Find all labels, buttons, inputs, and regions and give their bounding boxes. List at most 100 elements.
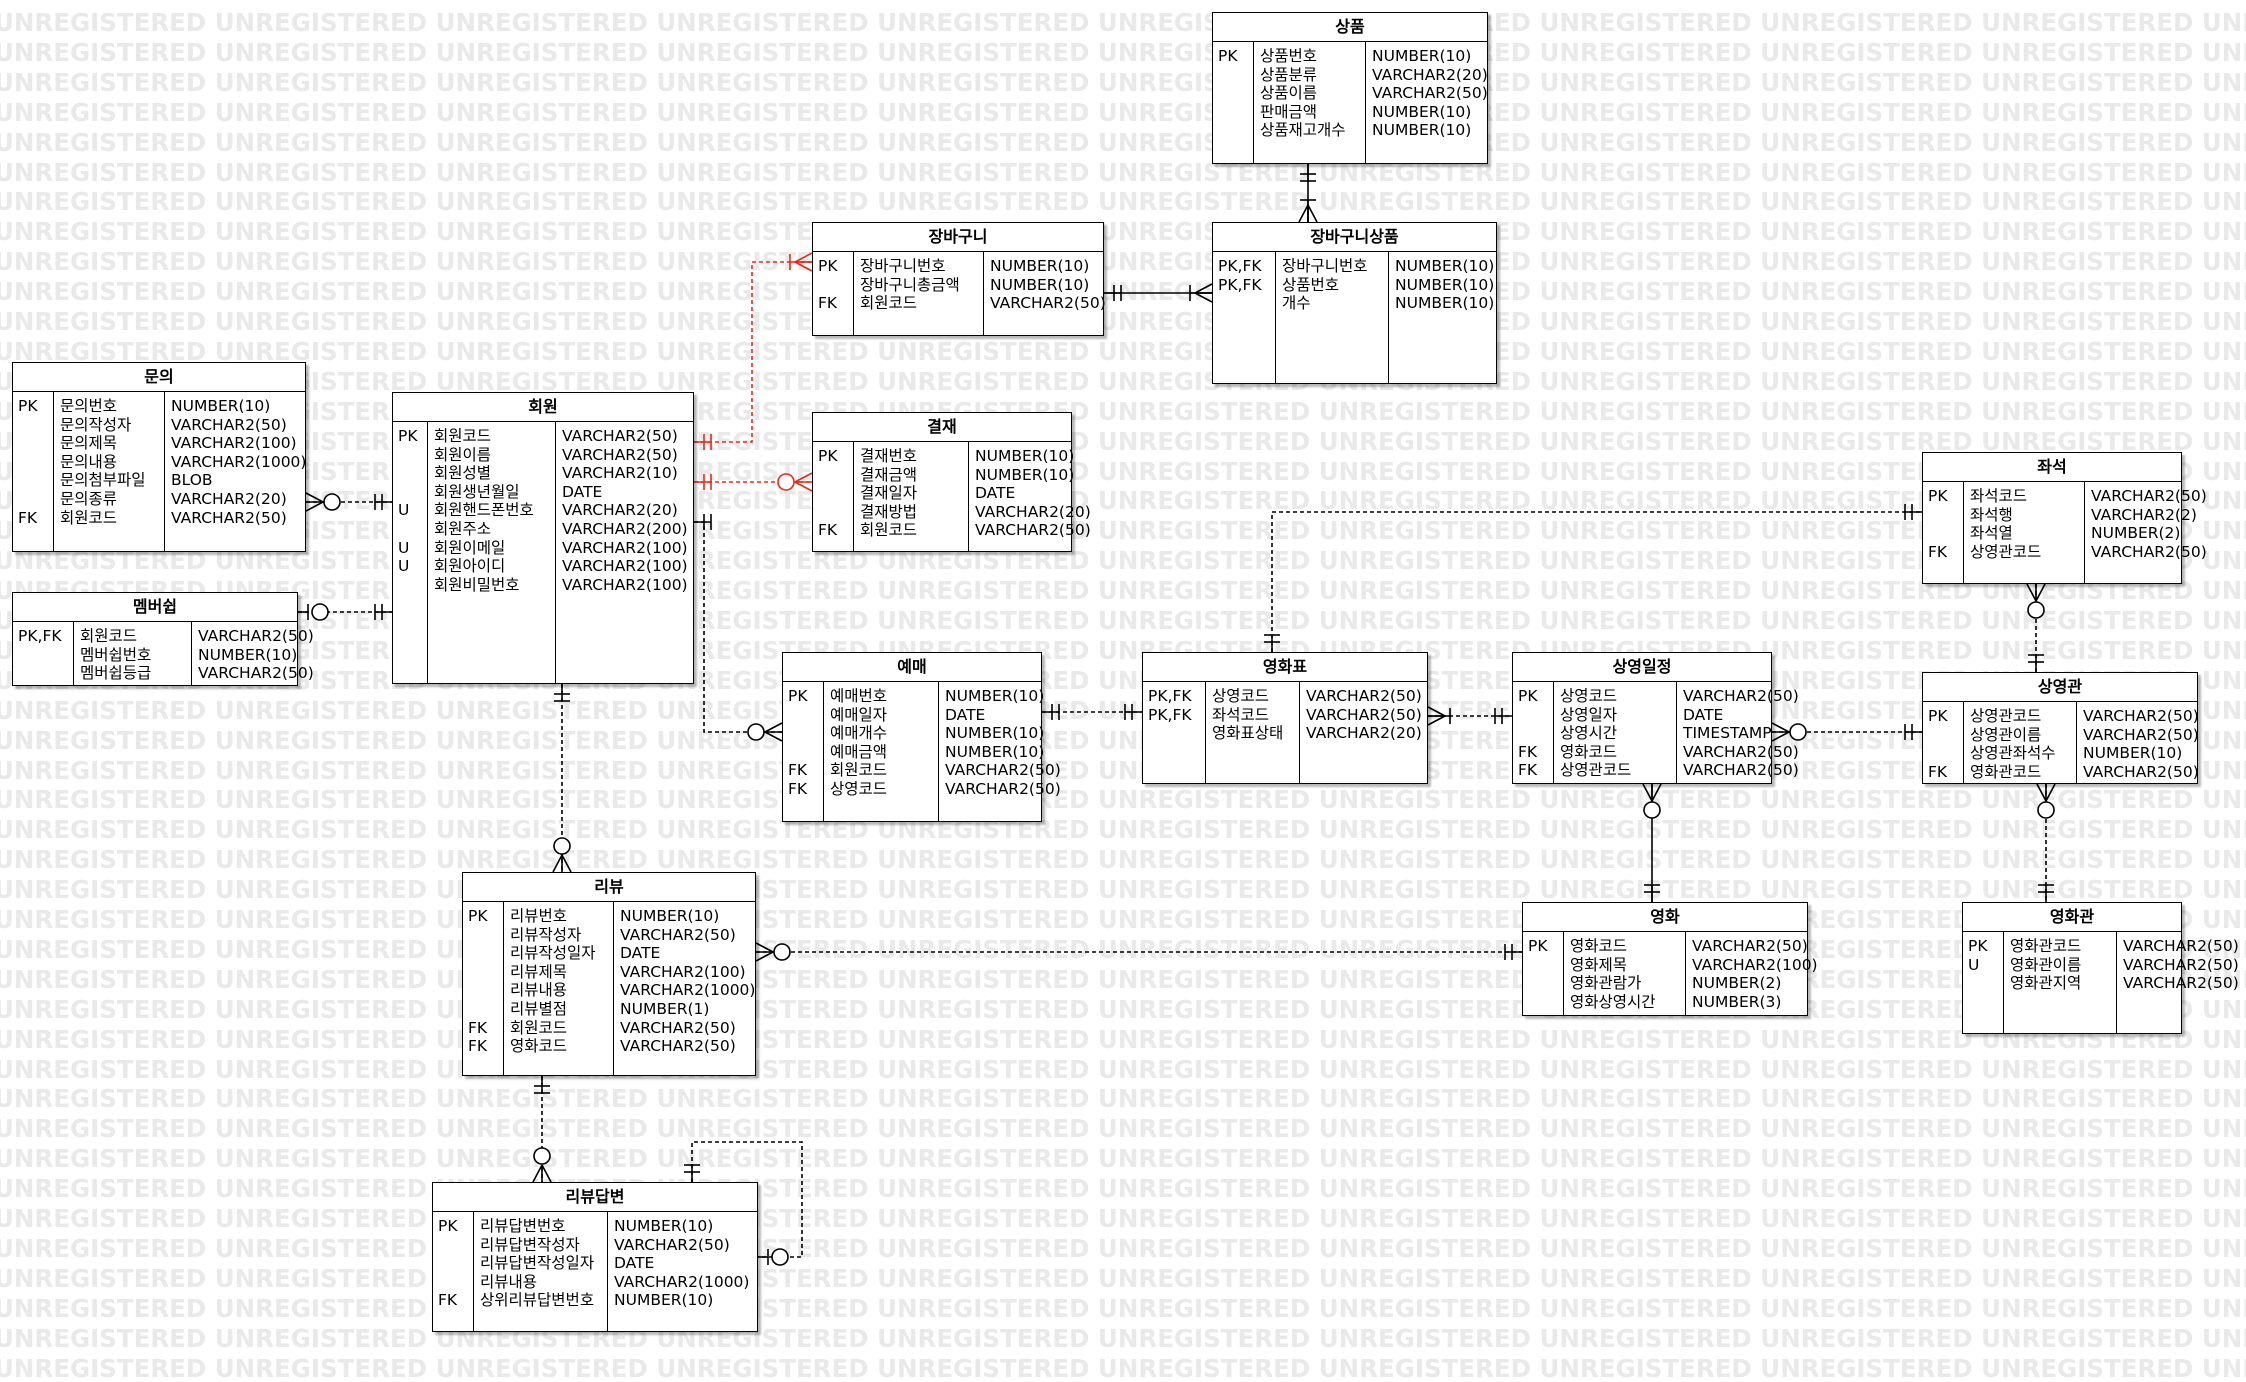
attribute-key (438, 1273, 473, 1292)
relationship-line (694, 261, 812, 443)
attribute-key (468, 1000, 503, 1019)
attribute-type: NUMBER(10) (1372, 102, 1472, 121)
attribute-type: DATE (614, 1254, 655, 1273)
column-type: VARCHAR2(50)VARCHAR2(50)VARCHAR2(20) (1299, 682, 1427, 783)
attribute-key (468, 926, 503, 945)
relationship-line (2026, 583, 2046, 602)
attribute-type: VARCHAR2(20) (1306, 724, 1422, 743)
attribute-type: VARCHAR2(50) (198, 627, 314, 645)
attribute-type: NUMBER(10) (975, 465, 1075, 484)
attribute-name: 상품이름 (1260, 84, 1318, 103)
attribute-name: 회원생년월일 (434, 482, 520, 501)
attribute-name: 영화상영시간 (1570, 992, 1656, 1011)
attribute-key (1928, 524, 1963, 543)
column-type: NUMBER(10)VARCHAR2(50)VARCHAR2(100)VARCH… (164, 392, 306, 551)
column-key: PK (1213, 42, 1253, 163)
attribute-type: DATE (975, 484, 1016, 503)
attribute-name: 문의내용 (60, 452, 118, 471)
attribute-key: PK (1528, 937, 1548, 955)
attribute-type: NUMBER(10) (1395, 294, 1495, 313)
attribute-type: DATE (945, 705, 986, 724)
attribute-key (818, 484, 853, 503)
attribute-name: 좌석행 (1970, 505, 2013, 524)
relationship-line (764, 722, 783, 742)
attribute-type: BLOB (171, 471, 213, 490)
attribute-name: 리뷰제목 (510, 962, 568, 981)
attribute-type: NUMBER(10) (171, 397, 271, 415)
attribute-type: VARCHAR2(50) (945, 779, 1061, 798)
attribute-key (1528, 993, 1563, 1012)
attribute-key (398, 483, 427, 502)
entity-title: 회원 (393, 393, 693, 422)
attribute-type: VARCHAR2(50) (975, 521, 1091, 540)
attribute-key: FK (468, 1018, 488, 1037)
attribute-key (468, 981, 503, 1000)
attribute-key (398, 520, 427, 539)
attribute-key (1518, 724, 1553, 743)
attribute-key (18, 646, 73, 665)
attribute-type: NUMBER(10) (1372, 47, 1472, 65)
attribute-type: VARCHAR2(1000) (171, 452, 307, 471)
attribute-key: PK (788, 687, 808, 705)
attribute-type: NUMBER(10) (945, 724, 1045, 743)
attribute-type: NUMBER(10) (2083, 744, 2183, 763)
relationship-line (1771, 722, 1790, 742)
optional-circle (1643, 801, 1661, 819)
attribute-name: 회원코드 (860, 294, 918, 313)
attribute-name: 상영코드 (830, 779, 888, 798)
attribute-type: VARCHAR2(2) (2091, 505, 2197, 524)
attribute-type: VARCHAR2(50) (1683, 742, 1799, 761)
attribute-name: 영화관람가 (1570, 974, 1642, 993)
attribute-key (1968, 974, 2003, 993)
attribute-key: PK,FK (18, 627, 62, 645)
attribute-key: FK (1928, 762, 1948, 781)
entity-title: 예매 (783, 653, 1041, 682)
attribute-type: DATE (1683, 705, 1724, 724)
attribute-type: NUMBER(10) (990, 257, 1090, 275)
attribute-type: VARCHAR2(100) (562, 575, 688, 594)
optional-circle (323, 493, 341, 511)
relationship-line (532, 1164, 552, 1183)
attribute-name: 문의작성자 (60, 415, 132, 434)
attribute-key: FK (1928, 542, 1948, 561)
attribute-type: VARCHAR2(50) (198, 664, 314, 683)
attribute-key (18, 453, 53, 472)
attribute-key (468, 944, 503, 963)
attribute-name: 리뷰답변번호 (480, 1217, 566, 1235)
attribute-name: 리뷰번호 (510, 907, 568, 925)
attribute-key (818, 466, 853, 485)
attribute-type: VARCHAR2(50) (1692, 937, 1808, 955)
attribute-key (1928, 744, 1963, 763)
attribute-type: VARCHAR2(20) (1372, 65, 1488, 84)
attribute-key: PK,FK (1148, 687, 1192, 705)
attribute-name: 영화관코드 (2010, 937, 2082, 955)
